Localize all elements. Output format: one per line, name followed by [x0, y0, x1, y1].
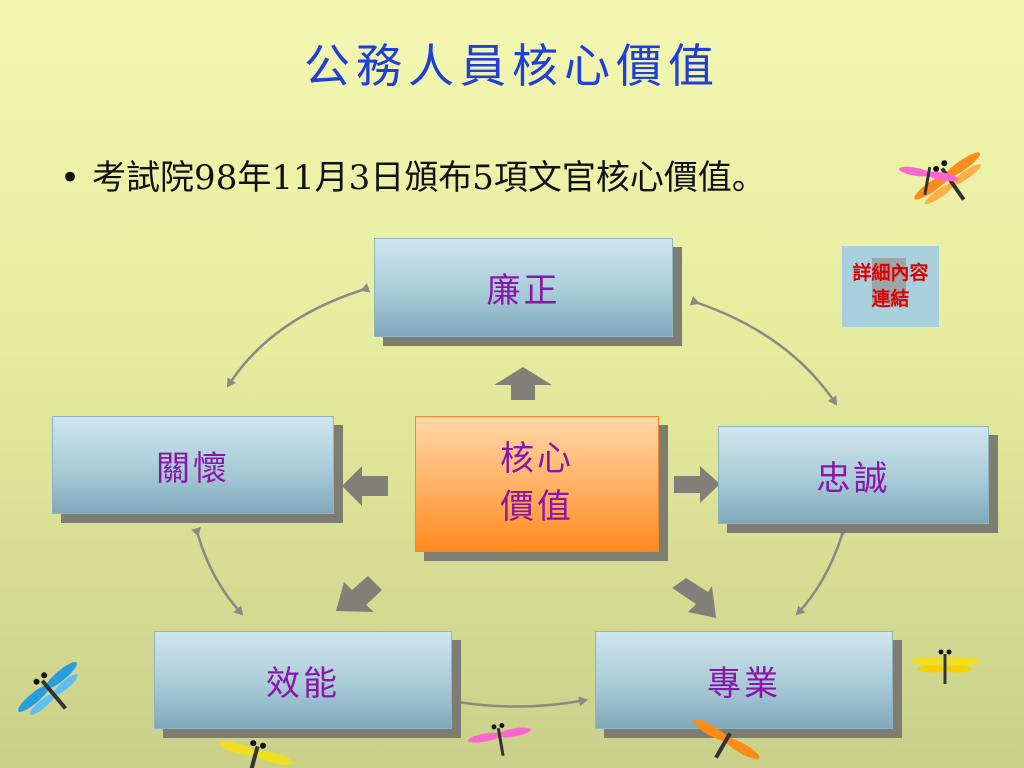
node-integrity-label: 廉正: [486, 271, 561, 311]
bullet-end: 。: [731, 158, 766, 198]
node-care: 關懷: [52, 416, 334, 514]
detail-link-line1: 詳細內容: [852, 261, 929, 284]
dragonfly-icon: [693, 719, 760, 760]
block-arrow-left: [342, 466, 388, 506]
block-arrow-down-left: [336, 576, 382, 612]
bullet-text: 考試院98年11月3日頒布5項文官核心價值: [92, 158, 732, 198]
node-integrity: 廉正: [374, 238, 673, 337]
arc-integrity-loyalty: [689, 295, 838, 406]
dragonfly-icon: [219, 740, 293, 768]
document-icon: [872, 258, 906, 304]
arc-efficiency-professionalism: [450, 695, 588, 708]
node-efficiency: 效能: [154, 631, 452, 729]
arc-integrity-care: [226, 283, 371, 388]
node-efficiency-label: 效能: [266, 663, 340, 704]
dragonfly-icon: [467, 722, 532, 756]
node-core-values: 核心 價值: [415, 416, 659, 552]
node-professionalism: 專業: [595, 631, 893, 729]
dragonfly-icon: [911, 649, 979, 684]
bullet-dot: •: [60, 158, 81, 198]
arc-loyalty-professionalism: [795, 526, 849, 616]
node-professionalism-label: 專業: [707, 663, 781, 704]
dragonfly-icon: [17, 661, 78, 715]
arc-care-efficiency: [191, 526, 244, 616]
dragonfly-icon: [914, 152, 981, 205]
block-arrow-down-right: [672, 578, 716, 618]
node-care-label: 關懷: [156, 448, 230, 489]
core-label-line2: 價值: [500, 487, 574, 527]
node-loyalty-label: 忠誠: [816, 458, 891, 499]
page-title: 公務人員核心價值: [304, 39, 720, 93]
bullet-text-line: • 考試院98年11月3日頒布5項文官核心價值。: [60, 150, 766, 199]
dragonfly-icon: [898, 166, 959, 195]
node-loyalty: 忠誠: [718, 426, 989, 524]
block-arrow-up: [494, 367, 552, 400]
block-arrow-right: [674, 466, 720, 503]
detail-link-line2: 連結: [871, 287, 910, 310]
core-label-line1: 核心: [500, 439, 574, 480]
detail-link-button[interactable]: 詳細內容 連結: [842, 246, 939, 327]
